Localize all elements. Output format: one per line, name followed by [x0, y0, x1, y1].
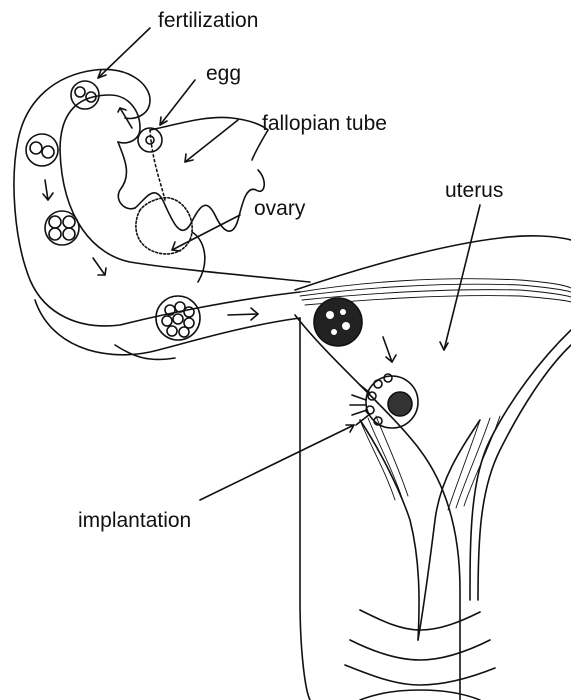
- leader-implantation: [200, 425, 354, 500]
- leader-egg: [160, 80, 195, 125]
- label-implantation: implantation: [78, 510, 191, 531]
- label-uterus: uterus: [445, 180, 503, 201]
- four-cell-stage: [45, 211, 79, 245]
- fimbriae: [118, 117, 268, 231]
- label-fertilization: fertilization: [158, 10, 258, 31]
- ovary: [136, 198, 205, 282]
- leader-fertilization: [98, 28, 150, 78]
- morula: [156, 296, 200, 340]
- label-leader-lines: [98, 28, 480, 500]
- leader-uterus-tip: [440, 342, 448, 350]
- leader-fallopian-tube: [185, 120, 238, 162]
- fertilized-egg: [71, 81, 99, 109]
- leader-uterus: [444, 205, 480, 350]
- label-fallopian-tube: fallopian tube: [262, 113, 387, 134]
- label-egg: egg: [206, 63, 241, 84]
- leader-ovary: [172, 215, 240, 250]
- blastocyst: [314, 298, 362, 346]
- two-cell-stage: [26, 134, 58, 166]
- label-ovary: ovary: [254, 198, 305, 219]
